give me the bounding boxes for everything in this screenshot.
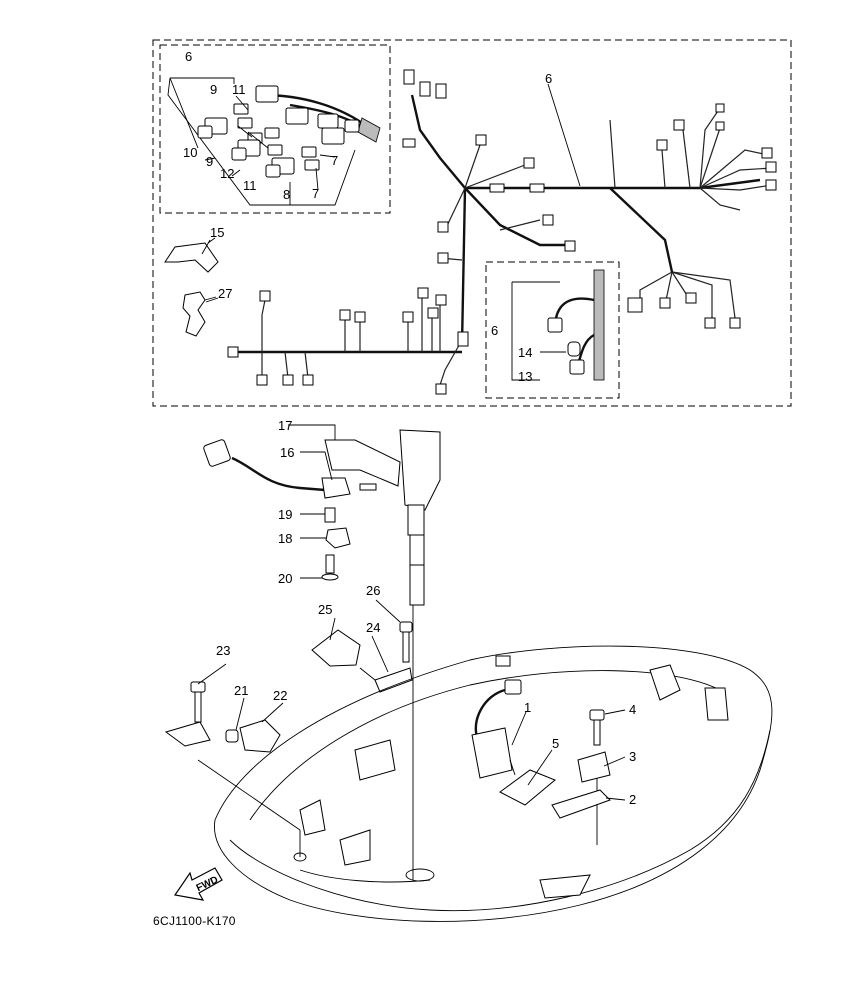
- harness-frame: [152, 39, 792, 407]
- callout-26: 26: [366, 583, 380, 598]
- callout-8: 8: [283, 187, 290, 202]
- callout-22: 22: [273, 688, 287, 703]
- clamp-drawing: [164, 237, 219, 337]
- callout-17: 17: [278, 418, 292, 433]
- callout-4: 4: [629, 702, 636, 717]
- leader-lines: [197, 83, 626, 801]
- drawing-code: 6CJ1100-K170: [153, 914, 236, 928]
- rectifier-drawing: [471, 679, 611, 819]
- callout-6a: 6: [185, 49, 192, 64]
- callout-2: 2: [629, 792, 636, 807]
- callout-20: 20: [278, 571, 292, 586]
- callout-15: 15: [210, 225, 224, 240]
- callout-21: 21: [234, 683, 248, 698]
- callout-27: 27: [218, 286, 232, 301]
- callout-6c: 6: [491, 323, 498, 338]
- callout-12: 12: [220, 166, 234, 181]
- callout-11a: 11: [232, 82, 246, 97]
- callout-10: 10: [183, 145, 197, 160]
- bottom-cowling-drawing: [214, 645, 773, 922]
- callout-23: 23: [216, 643, 230, 658]
- connector-kit-drawing: [167, 77, 381, 206]
- callout-19: 19: [278, 507, 292, 522]
- callout-18: 18: [278, 531, 292, 546]
- fwd-arrow-icon: FWD: [173, 867, 223, 901]
- callout-13: 13: [518, 369, 532, 384]
- callout-24: 24: [366, 620, 380, 635]
- callout-6b: 6: [545, 71, 552, 86]
- callout-1: 1: [524, 700, 531, 715]
- wire-harness-drawing: [227, 69, 777, 395]
- shaft-drawing: [311, 429, 441, 880]
- callout-25: 25: [318, 602, 332, 617]
- callout-16: 16: [280, 445, 294, 460]
- connector-kit-frame: [159, 44, 391, 214]
- callout-5: 5: [552, 736, 559, 751]
- callout-7b: 7: [312, 186, 319, 201]
- callout-14: 14: [518, 345, 532, 360]
- callout-7a: 7: [331, 153, 338, 168]
- callout-3: 3: [629, 749, 636, 764]
- callout-9b: 9: [206, 154, 213, 169]
- callout-11b: 11: [243, 178, 257, 193]
- detail-frame: [485, 261, 620, 399]
- callout-9a: 9: [210, 82, 217, 97]
- left-bracket-drawing: [164, 681, 301, 831]
- bracket-assembly-drawing: [203, 424, 401, 581]
- detail-drawing: [511, 269, 605, 381]
